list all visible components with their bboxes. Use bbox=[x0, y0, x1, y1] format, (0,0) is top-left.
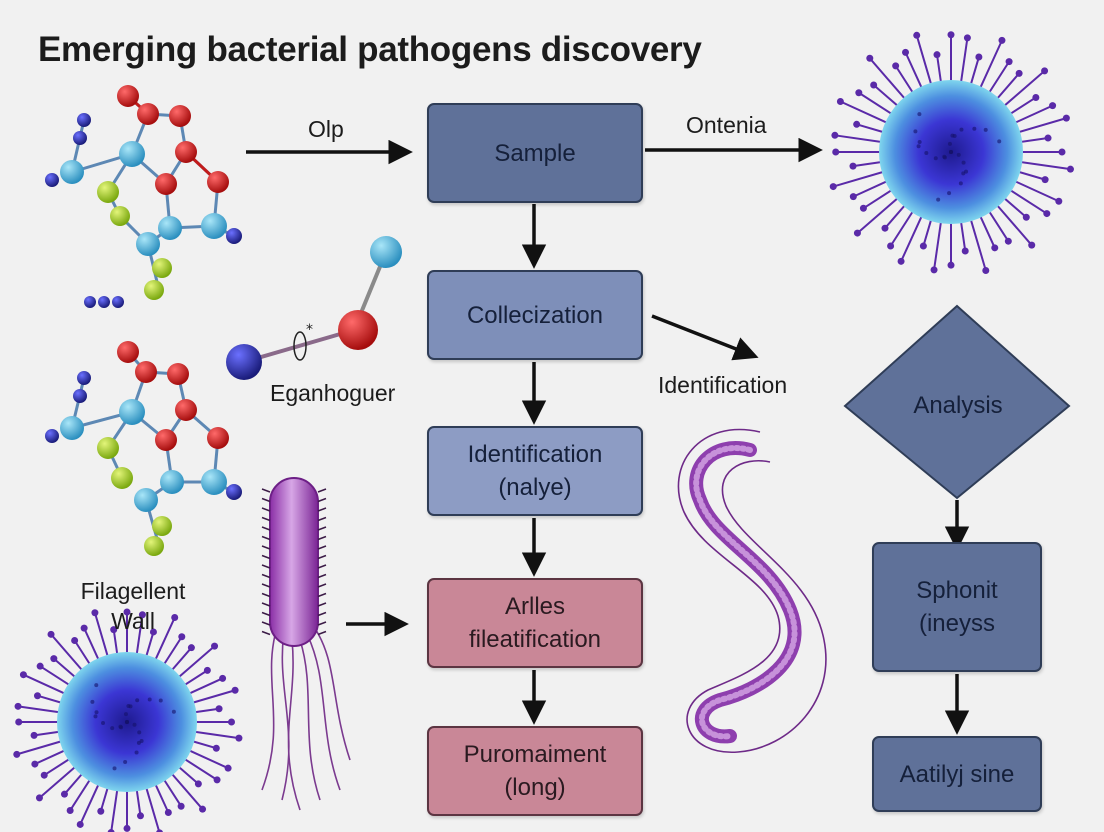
label-filagellent-line1: Filagellent bbox=[80, 578, 186, 604]
flow-box-collection[interactable]: Collecization bbox=[427, 270, 643, 360]
flow-box-arlles-line1: Arlles bbox=[504, 593, 565, 620]
flow-box-aatilyj-label: Aatilyj sine bbox=[899, 760, 1015, 788]
label-filagellent: Filagellent Wall bbox=[68, 576, 198, 636]
spiral-bacterium-icon bbox=[677, 428, 827, 753]
flow-box-sample[interactable]: Sample bbox=[427, 103, 643, 203]
analysis-diamond-label: Analysis bbox=[913, 392, 1003, 419]
molecule-icon bbox=[45, 85, 242, 308]
label-filagellent-line2: Wall bbox=[111, 608, 155, 634]
flow-box-identification-line2: (nalye) bbox=[498, 474, 572, 501]
page-title: Emerging bacterial pathogens discovery bbox=[38, 30, 702, 69]
arrow-collection-to-identification-side bbox=[651, 314, 759, 361]
molecule-icon-2 bbox=[45, 341, 242, 556]
flow-box-identification-line1: Identification bbox=[467, 441, 603, 468]
flow-box-arlles-line2: fileatification bbox=[468, 626, 602, 653]
flow-box-puromaiment[interactable]: Puromaiment (long) bbox=[427, 726, 643, 816]
label-olp: Olp bbox=[308, 116, 344, 142]
flow-box-sphonit[interactable]: Sphonit (ineyss bbox=[872, 542, 1042, 672]
arrows bbox=[246, 137, 970, 735]
label-eganhoguer: Eganhoguer bbox=[270, 380, 396, 406]
flow-box-collection-label: Collecization bbox=[466, 301, 604, 329]
label-ontenia: Ontenia bbox=[686, 112, 767, 138]
small-molecule-icon: * bbox=[226, 236, 402, 380]
flow-box-sphonit-line1: Sphonit bbox=[916, 577, 998, 604]
flow-box-aatilyj[interactable]: Aatilyj sine bbox=[872, 736, 1042, 812]
label-identification-side: Identification bbox=[658, 372, 788, 398]
virus-icon-2 bbox=[13, 608, 243, 832]
virus-icon bbox=[829, 31, 1074, 274]
flow-box-puromaiment-line1: Puromaiment bbox=[463, 741, 607, 768]
flow-box-sphonit-line2: (ineyss bbox=[918, 610, 996, 637]
flow-box-identification[interactable]: Identification (nalye) bbox=[427, 426, 643, 516]
flow-box-arlles[interactable]: Arlles fileatification bbox=[427, 578, 643, 668]
svg-text:*: * bbox=[306, 322, 313, 338]
flow-box-sample-label: Sample bbox=[494, 139, 576, 167]
analysis-diamond bbox=[843, 304, 1071, 500]
bacterium-icon bbox=[261, 477, 351, 811]
flow-box-puromaiment-line2: (long) bbox=[504, 774, 566, 801]
